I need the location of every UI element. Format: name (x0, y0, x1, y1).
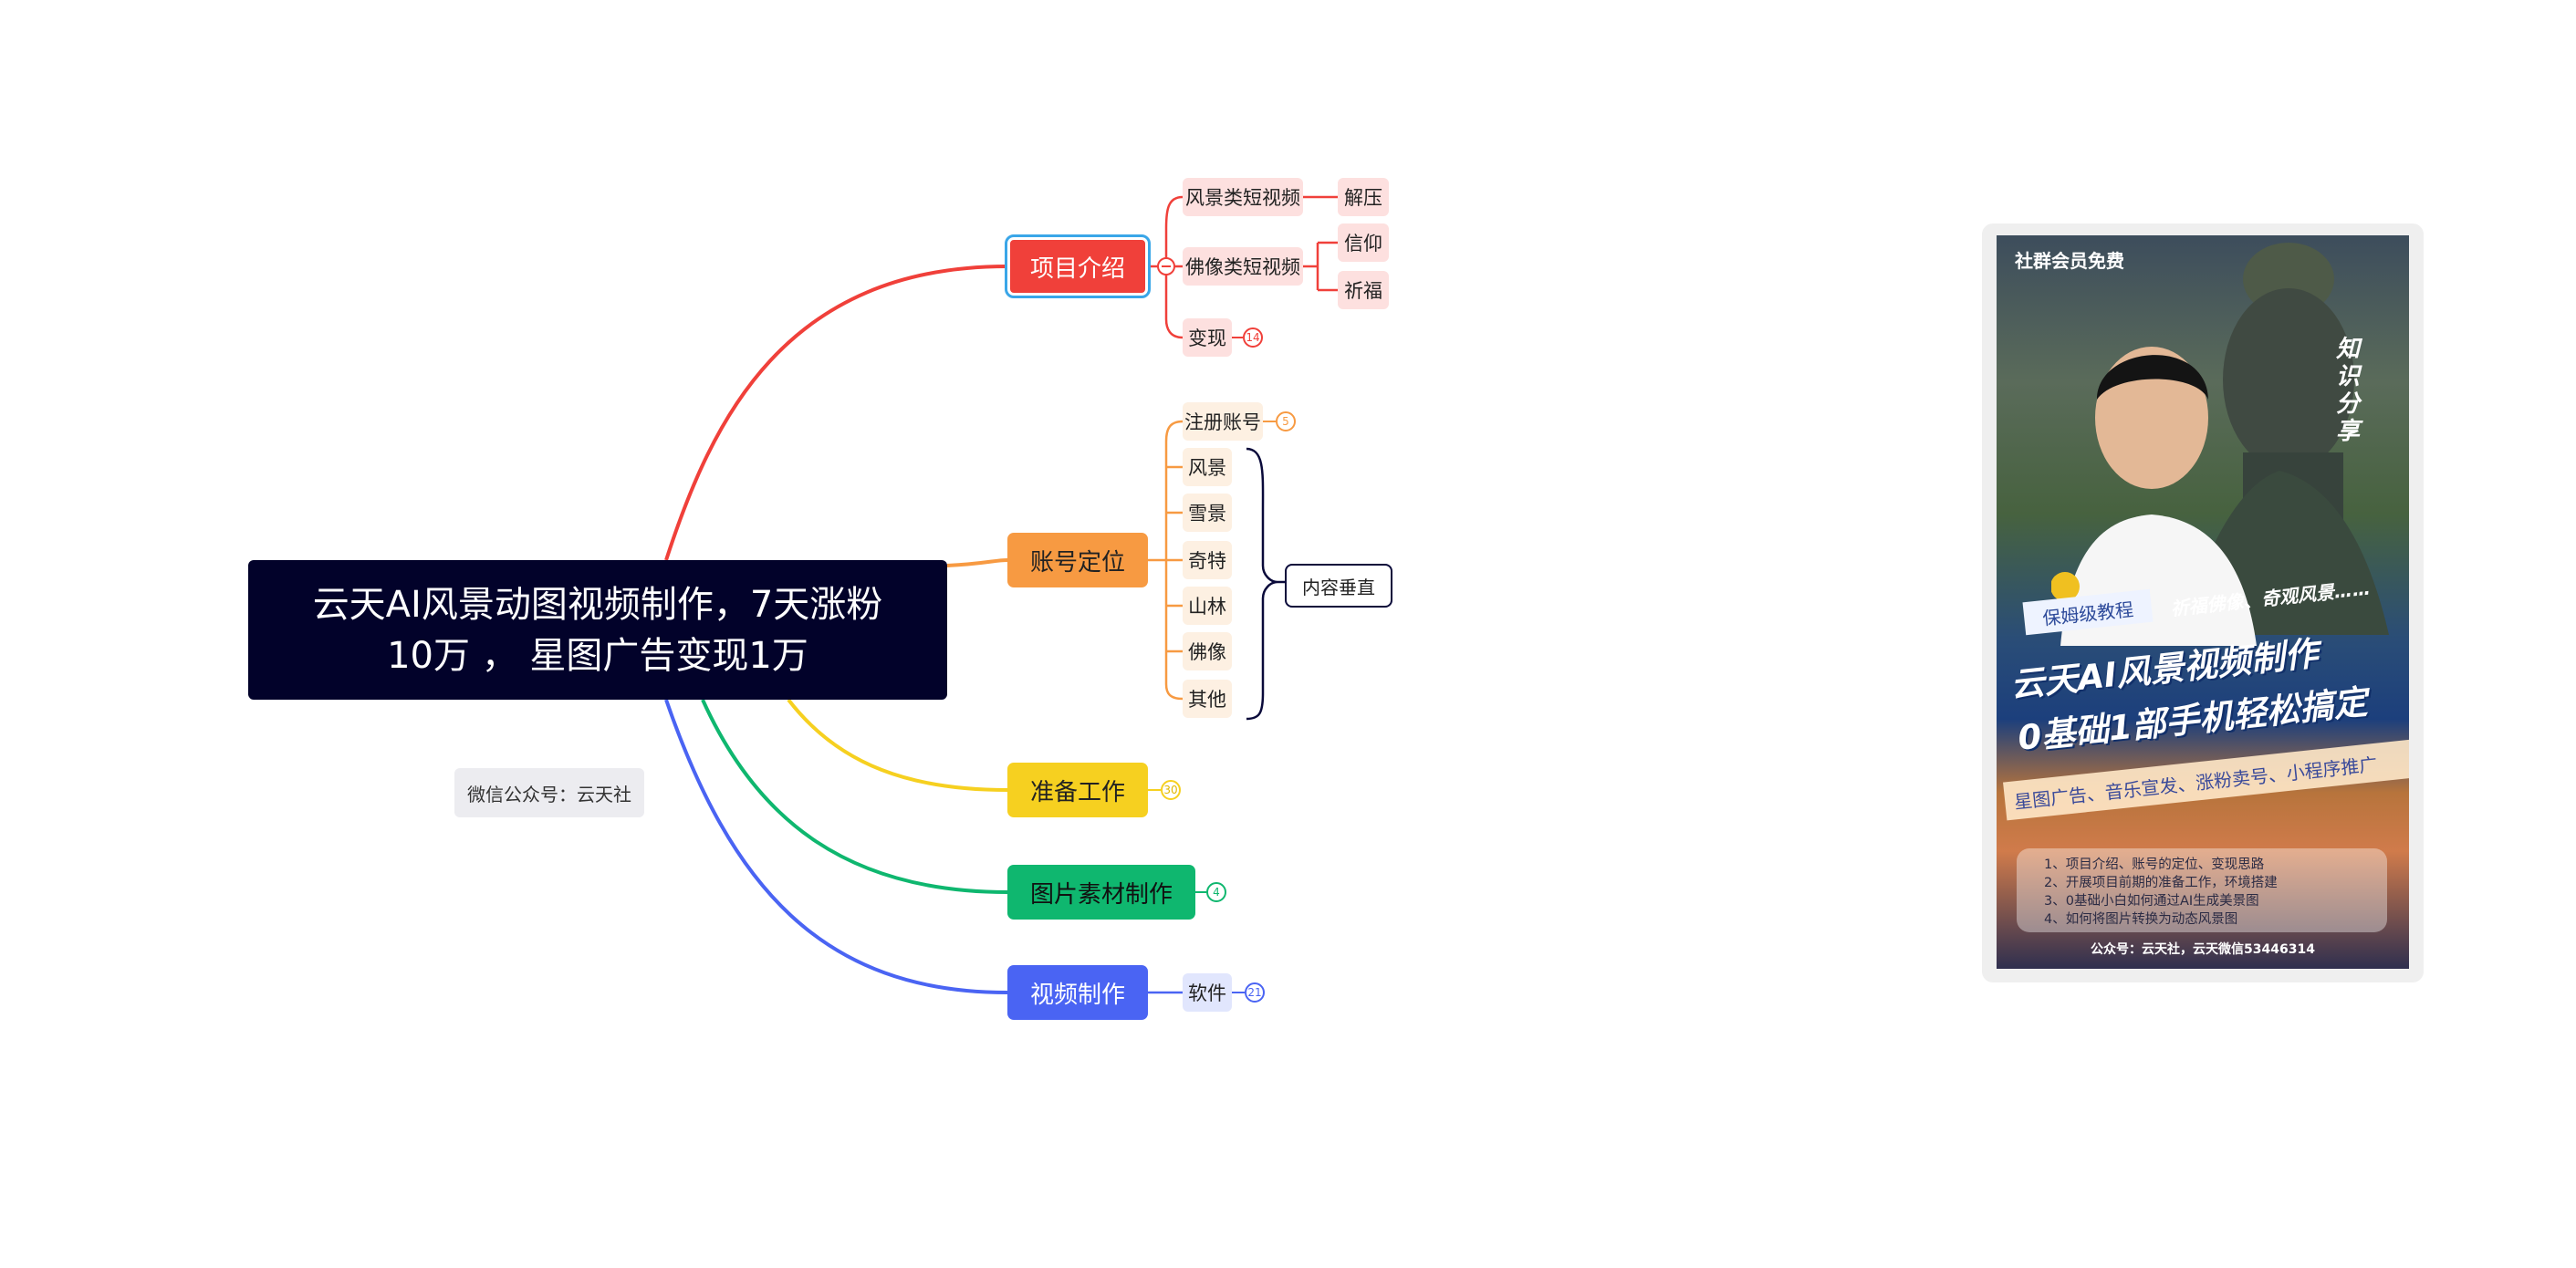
branch-account-label: 账号定位 (1029, 548, 1125, 577)
node-software-label: 软件 (1188, 982, 1226, 1004)
node-faith-label: 信仰 (1344, 233, 1382, 255)
count-badge-software[interactable]: 21 (1245, 982, 1265, 1003)
count-badge-images[interactable]: 4 (1206, 882, 1226, 902)
node-software[interactable]: 软件 (1183, 973, 1232, 1012)
count-badge-register[interactable]: 5 (1276, 411, 1296, 431)
node-item-label: 佛像 (1188, 641, 1226, 663)
branch-video[interactable]: 视频制作 (1007, 965, 1148, 1020)
node-buddha-video-label: 佛像类短视频 (1185, 256, 1300, 278)
node-account-item[interactable]: 奇特 (1183, 541, 1232, 579)
node-register[interactable]: 注册账号 (1183, 402, 1263, 441)
node-account-item[interactable]: 风景 (1183, 448, 1232, 486)
branch-images-label: 图片素材制作 (1029, 880, 1173, 909)
node-register-label: 注册账号 (1184, 411, 1261, 433)
poster-list-item: 1、项目介绍、账号的定位、变现思路 (2044, 857, 2265, 872)
branch-images[interactable]: 图片素材制作 (1007, 865, 1195, 920)
node-blessing-label: 祈福 (1344, 280, 1382, 302)
poster-tag: 社群会员免费 (2015, 250, 2124, 272)
node-monetize[interactable]: 变现 (1183, 318, 1232, 357)
root-title-line2: 10万 ， 星图广告变现1万 (387, 634, 808, 677)
node-scenery-video[interactable]: 风景类短视频 (1183, 178, 1303, 216)
node-item-label: 风景 (1188, 457, 1226, 479)
branch-account[interactable]: 账号定位 (1007, 533, 1148, 587)
node-blessing[interactable]: 祈福 (1338, 271, 1389, 309)
node-relax-label: 解压 (1344, 187, 1382, 209)
node-relax[interactable]: 解压 (1338, 178, 1389, 216)
poster-list: 1、项目介绍、账号的定位、变现思路 2、开展项目前期的准备工作，环境搭建 3、0… (2017, 848, 2387, 932)
node-buddha-video[interactable]: 佛像类短视频 (1183, 247, 1303, 286)
count-badge-monetize[interactable]: 14 (1243, 327, 1263, 348)
poster-image[interactable]: 社群会员免费 知识分享 保姆级教程 祈福佛像、奇观风景…… 云天AI风景视频制作… (1997, 235, 2409, 969)
poster-list-item: 3、0基础小白如何通过AI生成美景图 (2044, 894, 2259, 909)
poster-list-item: 2、开展项目前期的准备工作，环境搭建 (2044, 876, 2278, 890)
node-item-label: 奇特 (1188, 550, 1226, 572)
note-wechat[interactable]: 微信公众号：云天社 (454, 768, 644, 817)
node-item-label: 其他 (1188, 689, 1226, 711)
node-monetize-label: 变现 (1188, 327, 1226, 349)
root-title-line1: 云天AI风景动图视频制作，7天涨粉 (312, 583, 883, 626)
root-node[interactable]: 云天AI风景动图视频制作，7天涨粉 10万 ， 星图广告变现1万 (248, 560, 947, 700)
node-item-label: 山林 (1188, 596, 1226, 618)
poster-list-item: 4、如何将图片转换为动态风景图 (2044, 912, 2238, 927)
branch-prep-label: 准备工作 (1029, 778, 1125, 806)
poster-footer: 公众号：云天社，云天微信53446314 (2091, 942, 2315, 957)
collapse-icon[interactable] (1157, 257, 1175, 275)
node-account-item[interactable]: 山林 (1183, 587, 1232, 625)
node-account-item[interactable]: 佛像 (1183, 632, 1232, 670)
node-account-item[interactable]: 其他 (1183, 680, 1232, 718)
branch-video-label: 视频制作 (1029, 981, 1125, 1009)
branch-intro-label: 项目介绍 (1029, 255, 1125, 283)
node-account-item[interactable]: 雪景 (1183, 494, 1232, 532)
count-badge-prep[interactable]: 30 (1161, 780, 1181, 800)
summary-content-vertical[interactable]: 内容垂直 (1285, 564, 1392, 608)
poster-vertical-text: 知识分享 (2335, 336, 2360, 445)
node-faith[interactable]: 信仰 (1338, 223, 1389, 262)
node-scenery-video-label: 风景类短视频 (1185, 187, 1300, 209)
branch-prep[interactable]: 准备工作 (1007, 763, 1148, 817)
branch-intro[interactable]: 项目介绍 (1005, 234, 1151, 298)
node-item-label: 雪景 (1188, 503, 1226, 525)
